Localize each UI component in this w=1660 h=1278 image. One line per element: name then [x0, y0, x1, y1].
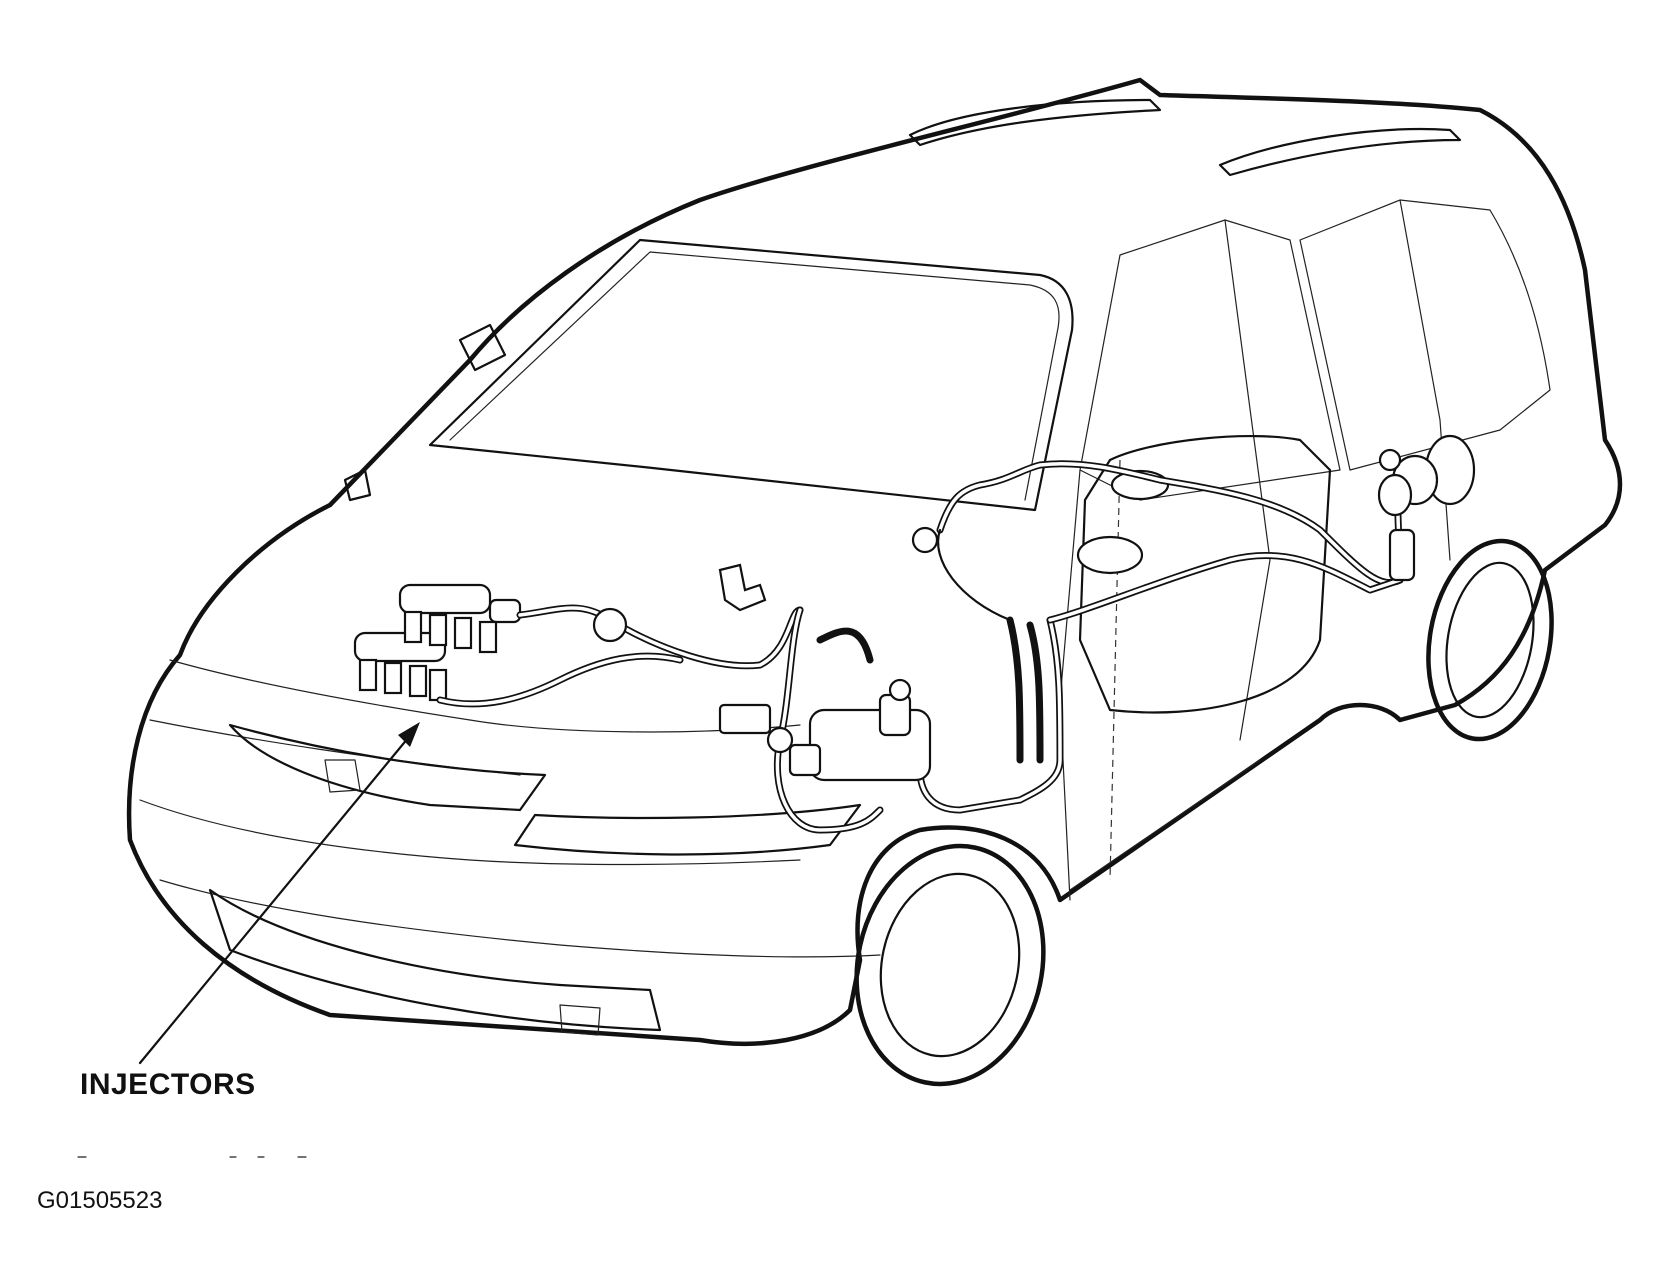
figure-id-label: G01505523 [37, 1187, 163, 1214]
fuel-rail-assembly [353, 583, 522, 702]
pressure-regulator [592, 526, 939, 643]
fuel-lines [436, 460, 1404, 834]
fuel-tank [1076, 434, 1332, 714]
evap-canister [718, 678, 932, 782]
injector-group [358, 610, 498, 702]
injectors-callout-label: INJECTORS [80, 1068, 256, 1101]
wheels [854, 538, 1554, 1087]
callout-arrow [138, 722, 420, 1065]
vehicle-body [126, 77, 1623, 1046]
fuel-filler-assembly [1377, 434, 1476, 582]
